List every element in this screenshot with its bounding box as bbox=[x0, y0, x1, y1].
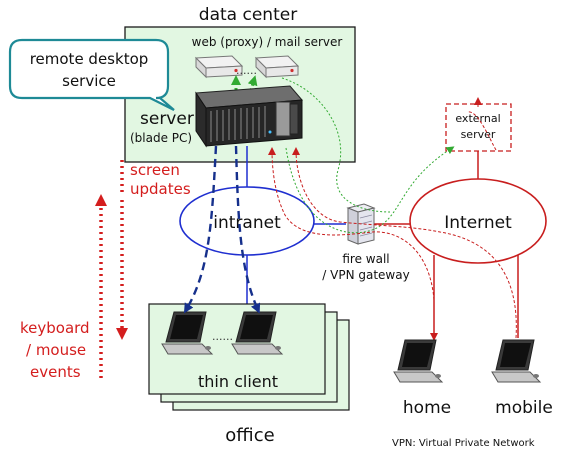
mobile-laptop-icon bbox=[491, 339, 542, 383]
firewall-line-2: / VPN gateway bbox=[322, 268, 409, 282]
mobile-label: mobile bbox=[495, 398, 553, 418]
laptop-icon bbox=[231, 311, 284, 355]
data-center-label: data center bbox=[199, 5, 297, 25]
screen-updates-line-2: updates bbox=[130, 180, 191, 198]
screen-update-arrow-1 bbox=[183, 145, 218, 314]
keyboard-line-2: / mouse bbox=[26, 341, 86, 359]
vpn-footnote: VPN: Virtual Private Network bbox=[392, 438, 535, 449]
green-dotted-path-external bbox=[285, 146, 455, 234]
external-server-box bbox=[445, 103, 512, 152]
callout-line-1: remote desktop bbox=[30, 50, 149, 68]
callout-line-2: service bbox=[62, 72, 116, 90]
red-dashed-path-mobile bbox=[292, 147, 517, 339]
green-dotted-path-web bbox=[281, 77, 391, 213]
internet-cloud bbox=[409, 178, 547, 264]
firewall-line-1: fire wall bbox=[342, 252, 389, 266]
server-sub-label: (blade PC) bbox=[130, 131, 192, 145]
data-center-zone: data center web (proxy) / mail server ..… bbox=[124, 5, 356, 163]
home-laptop-icon bbox=[393, 339, 444, 383]
external-server: external server bbox=[445, 103, 512, 152]
intranet-label: intranet bbox=[213, 213, 281, 233]
laptop-icon bbox=[161, 311, 214, 355]
office-label: office bbox=[225, 425, 274, 446]
client-dots: ...... bbox=[212, 330, 233, 343]
blade-server-icon bbox=[195, 85, 304, 148]
screen-updates-line-1: screen bbox=[130, 161, 180, 179]
web-mail-server-label: web (proxy) / mail server bbox=[192, 35, 343, 49]
flow-annotation: screen updates keyboard / mouse events bbox=[20, 160, 191, 381]
server-label: server bbox=[140, 109, 194, 129]
office-zone: ...... thin client office bbox=[148, 303, 350, 446]
thin-client-label: thin client bbox=[198, 372, 278, 391]
remote-desktop-callout: remote desktop service bbox=[8, 38, 175, 111]
keyboard-line-1: keyboard bbox=[20, 319, 90, 337]
web-server-icon bbox=[194, 55, 244, 79]
server-dots: ...... bbox=[236, 64, 257, 77]
mail-server-icon bbox=[254, 55, 300, 79]
red-dashed-path-external bbox=[467, 111, 497, 151]
screen-update-arrow-2 bbox=[234, 145, 261, 314]
internet-label: Internet bbox=[444, 213, 512, 233]
home-label: home bbox=[403, 398, 451, 418]
keyboard-line-3: events bbox=[30, 363, 81, 381]
red-dashed-path-home bbox=[268, 147, 435, 301]
external-server-line-2: server bbox=[461, 128, 496, 141]
